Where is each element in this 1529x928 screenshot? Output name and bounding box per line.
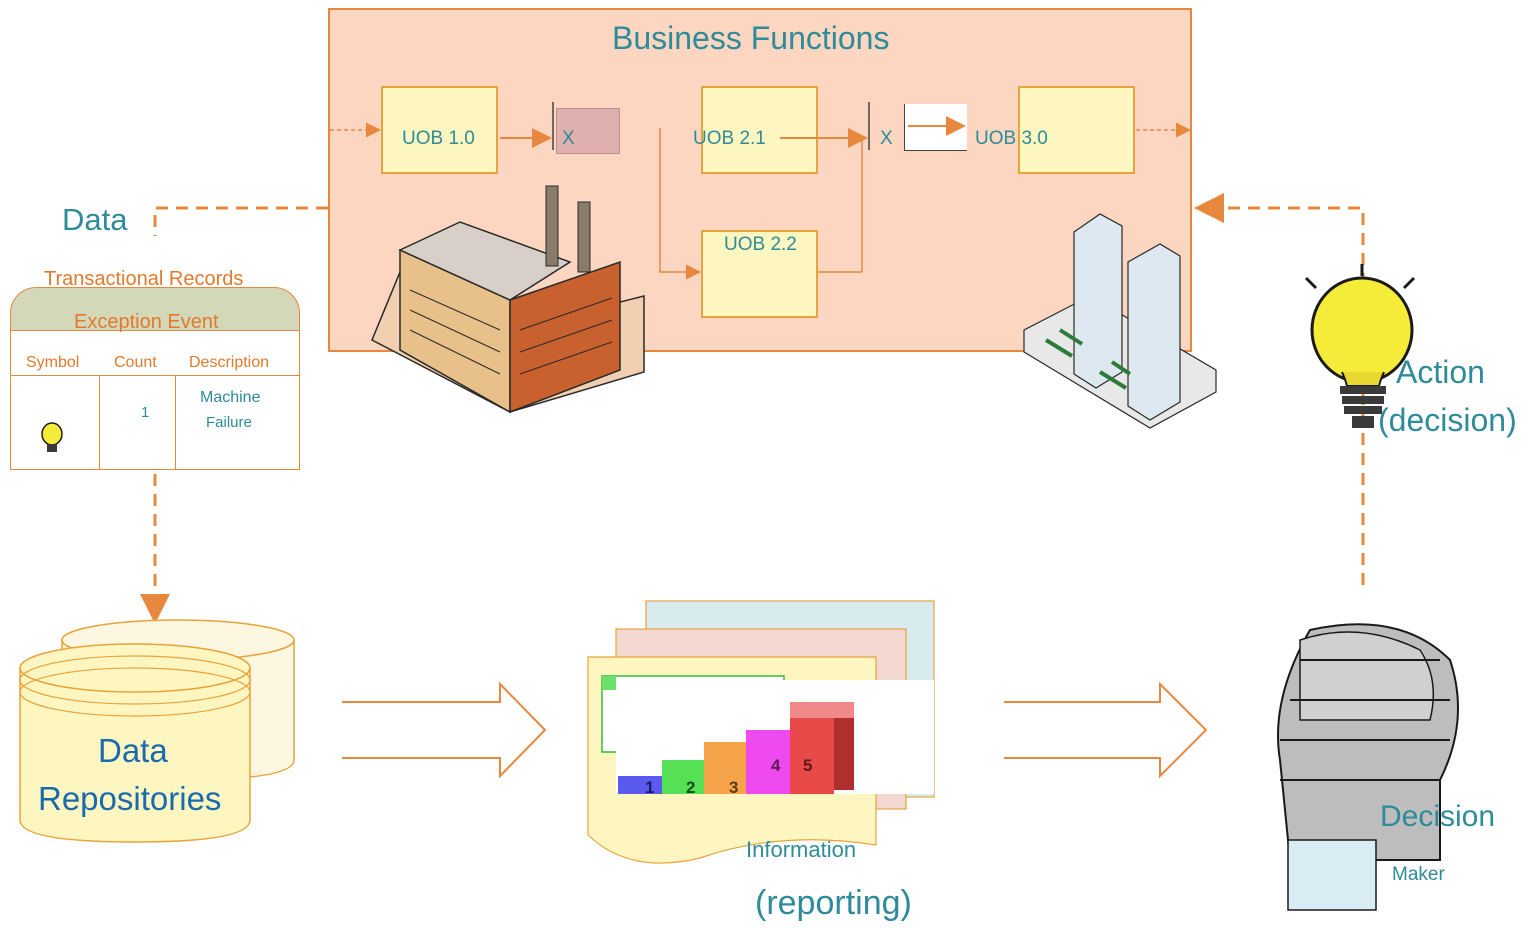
- decision-maker-icon: [1277, 623, 1459, 911]
- records-description-line1: Machine: [200, 389, 261, 406]
- uob-1-0-label: UOB 1.0: [402, 128, 475, 149]
- records-col-symbol: Symbol: [26, 354, 80, 371]
- records-subtitle: Exception Event: [74, 311, 219, 333]
- repository-label-line1: Data: [98, 732, 168, 769]
- info-bar-5: [790, 716, 834, 794]
- action-dashed-path: [1194, 193, 1365, 585]
- uob-2-1-box: [701, 86, 818, 174]
- repo-to-info-arrow: [342, 681, 547, 779]
- uob-2-2-box: [701, 230, 818, 318]
- gate-box-1: [556, 108, 620, 154]
- records-col-description: Description: [189, 354, 270, 371]
- info-to-decision-arrow: [1004, 681, 1208, 779]
- transactional-records-table: [10, 287, 300, 470]
- information-label: Information: [746, 837, 857, 862]
- info-bar-label-2: 2: [686, 778, 696, 797]
- reporting-label: (reporting): [755, 884, 912, 922]
- info-bar-5-side: [834, 702, 854, 790]
- info-bar-5-top: [790, 702, 854, 718]
- uob-3-0-label: UOB 3.0: [975, 128, 1048, 149]
- lightbulb-large-icon: [1304, 264, 1416, 428]
- info-bar-label-5: 5: [803, 756, 813, 775]
- records-title: Transactional Records: [44, 268, 244, 290]
- info-bar-label-4: 4: [771, 756, 781, 775]
- info-bar-label-1: 1: [645, 778, 655, 797]
- info-bar-1: [618, 776, 662, 794]
- records-column-header-row: [10, 331, 300, 377]
- lightbulb-icon: [40, 422, 64, 456]
- info-bar-2: [662, 760, 706, 794]
- info-bar-label-3: 3: [729, 778, 739, 797]
- gate-label-2: X: [880, 128, 893, 149]
- decision-maker-label-line1: Decision: [1380, 800, 1496, 833]
- records-count-value: 1: [141, 404, 150, 421]
- factory-icon: [371, 185, 645, 414]
- branch-to-uob22: [659, 128, 701, 280]
- business-functions-title: Business Functions: [612, 20, 890, 56]
- data-label: Data: [62, 202, 128, 237]
- uob-1-0-box: [381, 86, 498, 174]
- office-towers-icon: [1023, 213, 1217, 429]
- records-data-row: [10, 375, 300, 470]
- repository-label-line2: Repositories: [38, 780, 222, 817]
- action-label: Action: [1396, 354, 1485, 390]
- records-description-line2: Failure: [206, 414, 252, 431]
- records-col-divider-2: [175, 375, 176, 470]
- uob-2-1-label: UOB 2.1: [693, 128, 766, 149]
- data-dashed-path: [153, 206, 328, 236]
- decision-sublabel: (decision): [1378, 402, 1517, 438]
- decision-maker-label-line2: Maker: [1392, 864, 1445, 885]
- uob-3-0-box: [1018, 86, 1135, 174]
- gate-label-1: X: [562, 128, 575, 149]
- uob-2-2-label: UOB 2.2: [724, 234, 797, 255]
- records-header-band: [10, 287, 300, 331]
- info-bar-3: [704, 742, 748, 794]
- records-col-count: Count: [114, 354, 157, 371]
- records-col-divider-1: [99, 375, 100, 470]
- repository-front-cylinder: [19, 643, 251, 843]
- info-bar-4: [746, 730, 790, 794]
